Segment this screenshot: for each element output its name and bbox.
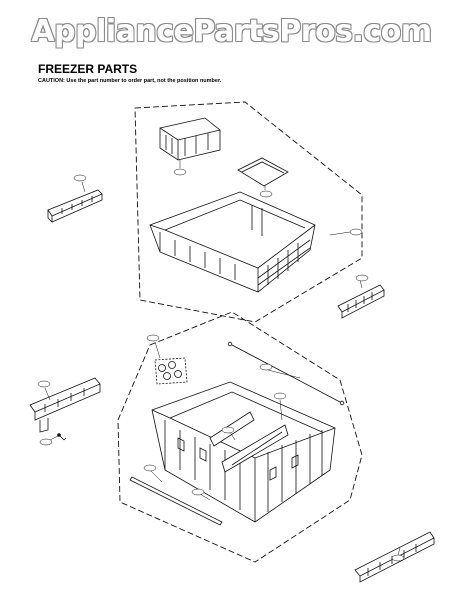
page-title: FREEZER PARTS <box>38 62 138 76</box>
lower-group-boundary <box>117 311 363 563</box>
guide-rail <box>129 476 223 526</box>
caution-note: CAUTION: Use the part number to order pa… <box>38 78 222 84</box>
upper-cover-plate <box>237 157 289 187</box>
left-rail-top <box>47 189 103 223</box>
upper-drawer <box>149 191 316 293</box>
watermark-logo: AppliancePartsPros.com <box>31 14 432 49</box>
upper-small-bin <box>159 117 221 161</box>
cap-set <box>154 357 188 385</box>
left-rail-mid <box>29 377 101 433</box>
leader-lines <box>44 160 401 556</box>
support-rod <box>227 341 345 406</box>
screw <box>57 433 67 441</box>
bottom-rail <box>354 531 435 583</box>
right-rail-top <box>337 284 385 319</box>
upper-group-boundary <box>134 101 363 323</box>
